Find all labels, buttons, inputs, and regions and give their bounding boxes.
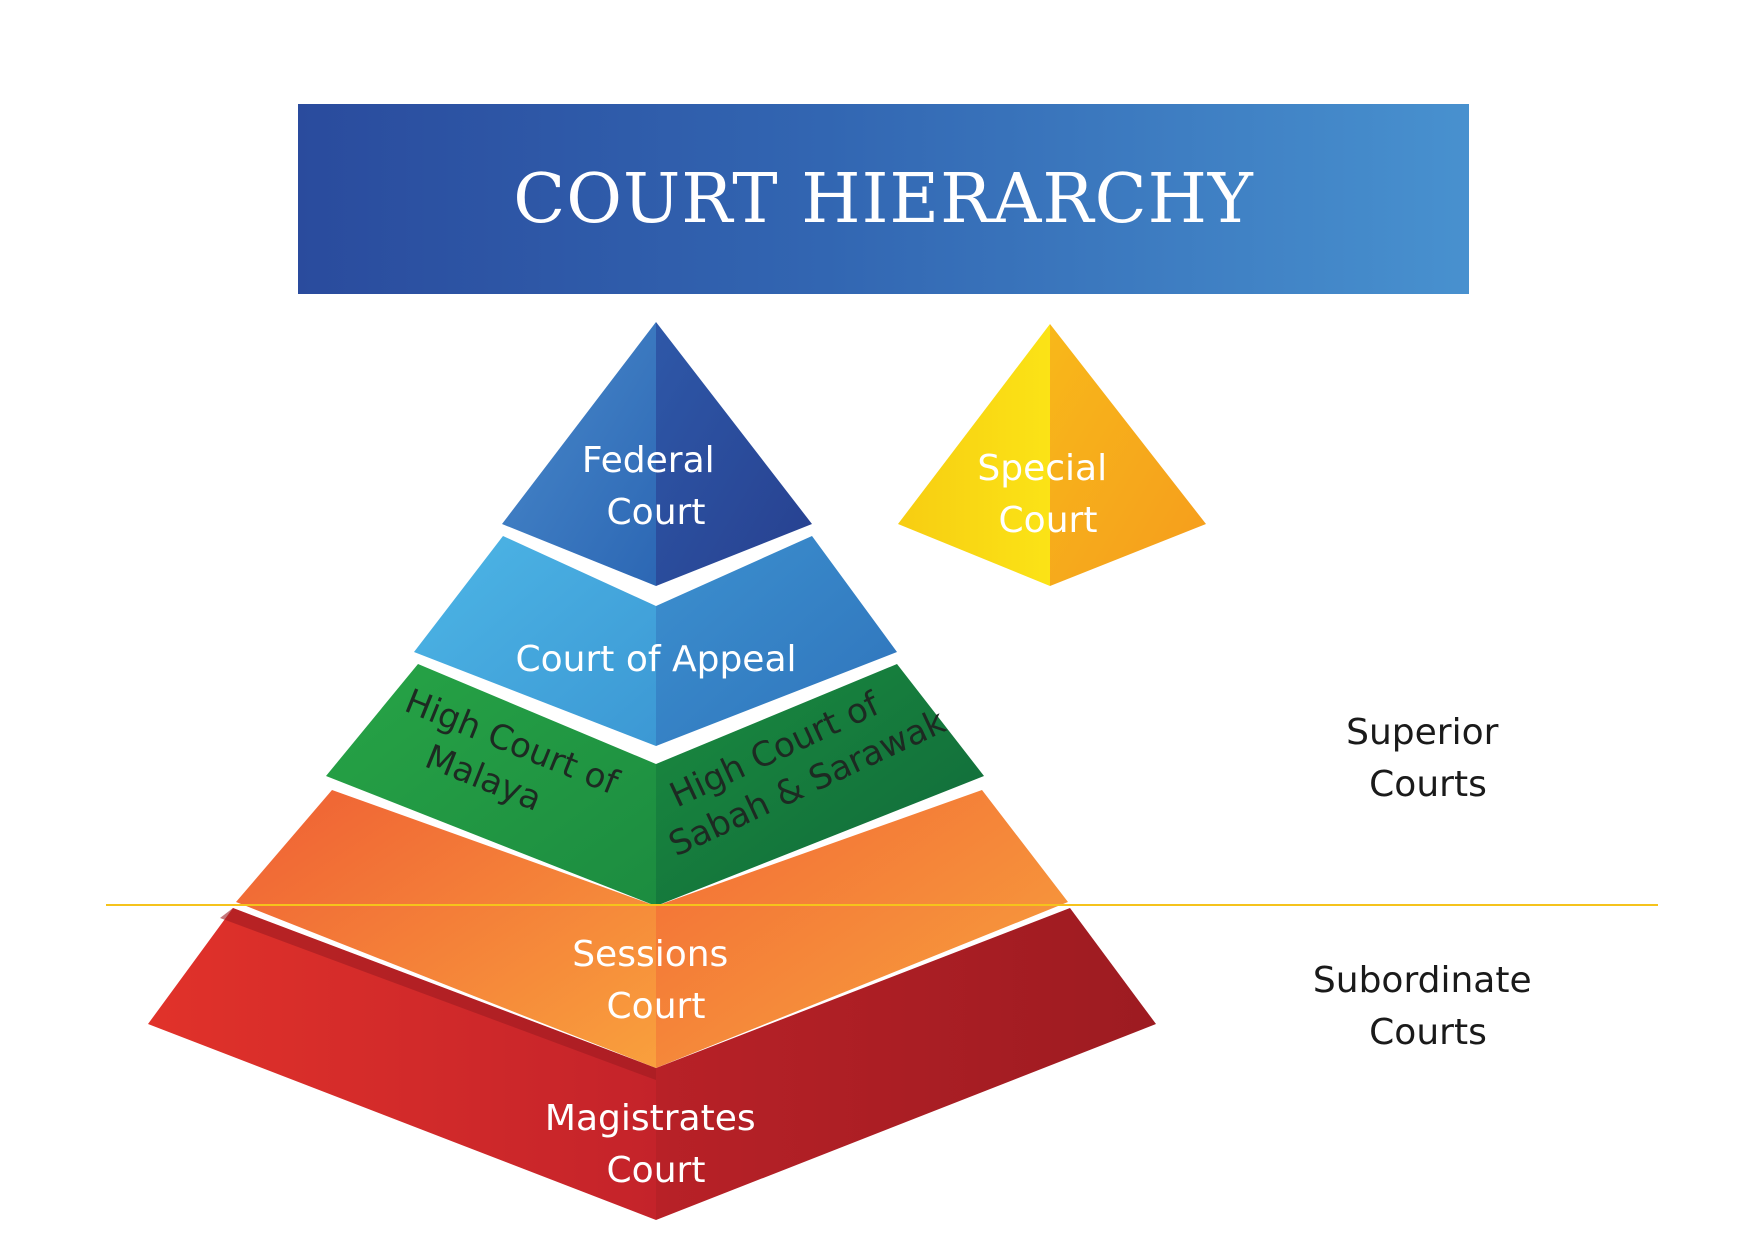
page-title: COURT HIERARCHY [513, 159, 1254, 239]
federal-court-label: Federal Court [582, 440, 726, 533]
special-court-label: Special Court [977, 448, 1118, 541]
sessions-court-label: Sessions Court [572, 934, 740, 1027]
sessions-court-tier [236, 790, 1068, 1068]
federal-court-tier [502, 322, 812, 586]
magistrates-court-label: Magistrates Court [545, 1098, 767, 1191]
court-of-appeal-label: Court of Appeal [515, 639, 796, 680]
superior-courts-label: Superior Courts [1346, 712, 1510, 805]
title-banner: COURT HIERARCHY [298, 104, 1469, 294]
magistrates-court-tier [148, 908, 1156, 1220]
subordinate-courts-label: Subordinate Courts [1313, 960, 1543, 1053]
special-court-pyramid [898, 324, 1206, 586]
court-of-appeal-tier [414, 536, 897, 746]
high-courts-tier [326, 664, 984, 906]
